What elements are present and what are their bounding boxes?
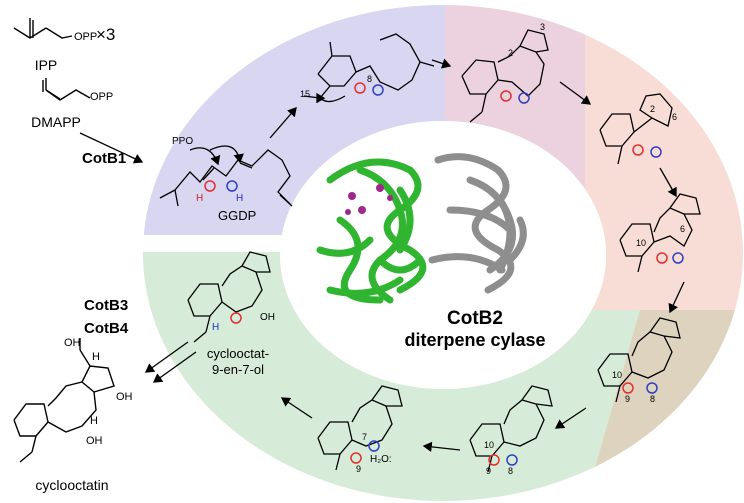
intermediate-1 (303, 33, 435, 104)
product-structure (187, 251, 271, 343)
intermediate-2 (461, 29, 549, 123)
red-atom-marker (354, 82, 366, 94)
blue-atom-marker (518, 92, 530, 104)
blue-atom-marker (506, 454, 518, 466)
cyclooctatin-oh-bottom: OH (86, 435, 103, 447)
atom-c15: 15 (300, 89, 310, 99)
cotb4-label: CotB4 (84, 320, 129, 337)
blue-atom-marker (372, 84, 384, 96)
step-arrow-1 (431, 58, 452, 69)
dmapp-opp-text: OPP (90, 91, 113, 103)
ggdp-structure (159, 145, 293, 207)
blue-atom-marker (368, 440, 380, 452)
atom-c9-a: 9 (625, 394, 630, 404)
ggdp-h-red: H (196, 193, 203, 204)
red-atom-marker (230, 312, 242, 324)
red-atom-marker (204, 180, 216, 192)
protein-chain-a (316, 158, 427, 304)
cotb34-arrow-a (144, 341, 189, 373)
blue-atom-marker (650, 146, 662, 158)
product-h: H (212, 322, 219, 333)
dmapp-label: DMAPP (31, 114, 81, 130)
ipp-label: IPP (35, 57, 58, 73)
blue-atom-marker (672, 252, 684, 264)
atom-c10-c: 10 (484, 440, 494, 450)
ggdp-h-blue: H (236, 193, 243, 204)
red-atom-marker (350, 452, 362, 464)
atom-c8-a: 8 (367, 74, 372, 84)
red-atom-marker (622, 382, 634, 394)
atom-c3: 3 (540, 22, 545, 32)
ipp-opp-text: OPP (74, 31, 97, 43)
intermediate-6 (469, 385, 553, 473)
red-atom-marker (500, 90, 512, 102)
intermediate-4 (619, 193, 701, 273)
step-arrow-6 (422, 441, 461, 453)
atom-c9-b: 9 (486, 466, 491, 476)
ligand (345, 184, 393, 215)
cyclooctatin-structure (13, 338, 115, 463)
step-arrow-4 (668, 281, 685, 314)
atom-c10-b: 10 (612, 370, 622, 380)
blue-atom-marker (226, 180, 238, 192)
step-arrow-2 (559, 81, 592, 105)
atom-c10-a: 10 (636, 238, 646, 248)
water-label: H₂O: (370, 454, 392, 465)
cyclooctatin-h-mid: H (90, 415, 98, 427)
dmapp-structure (42, 78, 91, 101)
ipp-structure (13, 18, 73, 39)
step-arrow-7 (280, 397, 313, 419)
atom-c8-b: 8 (650, 394, 655, 404)
cyclooctatin-label: cyclooctatin (35, 477, 108, 493)
cotb1-label: CotB1 (82, 150, 126, 167)
step-arrow-0 (269, 107, 297, 139)
product-label-line2: 9-en-7-ol (212, 362, 264, 377)
ppo-label: PPO (172, 136, 193, 147)
ring-sector-salmon (585, 5, 743, 310)
intermediate-3 (599, 93, 673, 165)
atom-c9-c: 9 (356, 464, 361, 474)
protein-structure (316, 153, 527, 304)
atom-c7: 7 (362, 432, 367, 442)
product-label-line1: cyclooctat- (207, 346, 269, 361)
atom-c6-b: 6 (680, 224, 685, 234)
cyclooctatin-oh-right: OH (116, 391, 133, 403)
atom-c6-a: 6 (672, 112, 677, 122)
intermediate-5 (597, 317, 681, 403)
enzyme-name: CotB2 (447, 308, 503, 329)
cotb34-arrow-b (152, 351, 197, 383)
ipp-multiplier: ×3 (96, 25, 115, 44)
enzyme-description: diterpene cylase (404, 330, 545, 350)
red-atom-marker (656, 252, 668, 264)
cotb3-label: CotB3 (84, 297, 128, 314)
red-atom-marker (632, 144, 644, 156)
ggdp-label: GGDP (218, 208, 256, 223)
ring-sector-green-edge (585, 310, 640, 501)
protein-chain-b (428, 153, 527, 294)
cyclooctatin-oh-top: OH (64, 337, 81, 349)
blue-atom-marker (646, 382, 658, 394)
atom-c2-a: 2 (508, 48, 513, 58)
step-arrow-5 (554, 407, 587, 429)
cotb1-arrow (79, 132, 144, 164)
product-oh: OH (260, 312, 275, 323)
cyclooctatin-h-top: H (92, 351, 100, 363)
step-arrow-3 (659, 167, 677, 198)
atom-c8-c: 8 (508, 466, 513, 476)
red-atom-marker (488, 454, 500, 466)
atom-c2-b: 2 (650, 104, 655, 114)
